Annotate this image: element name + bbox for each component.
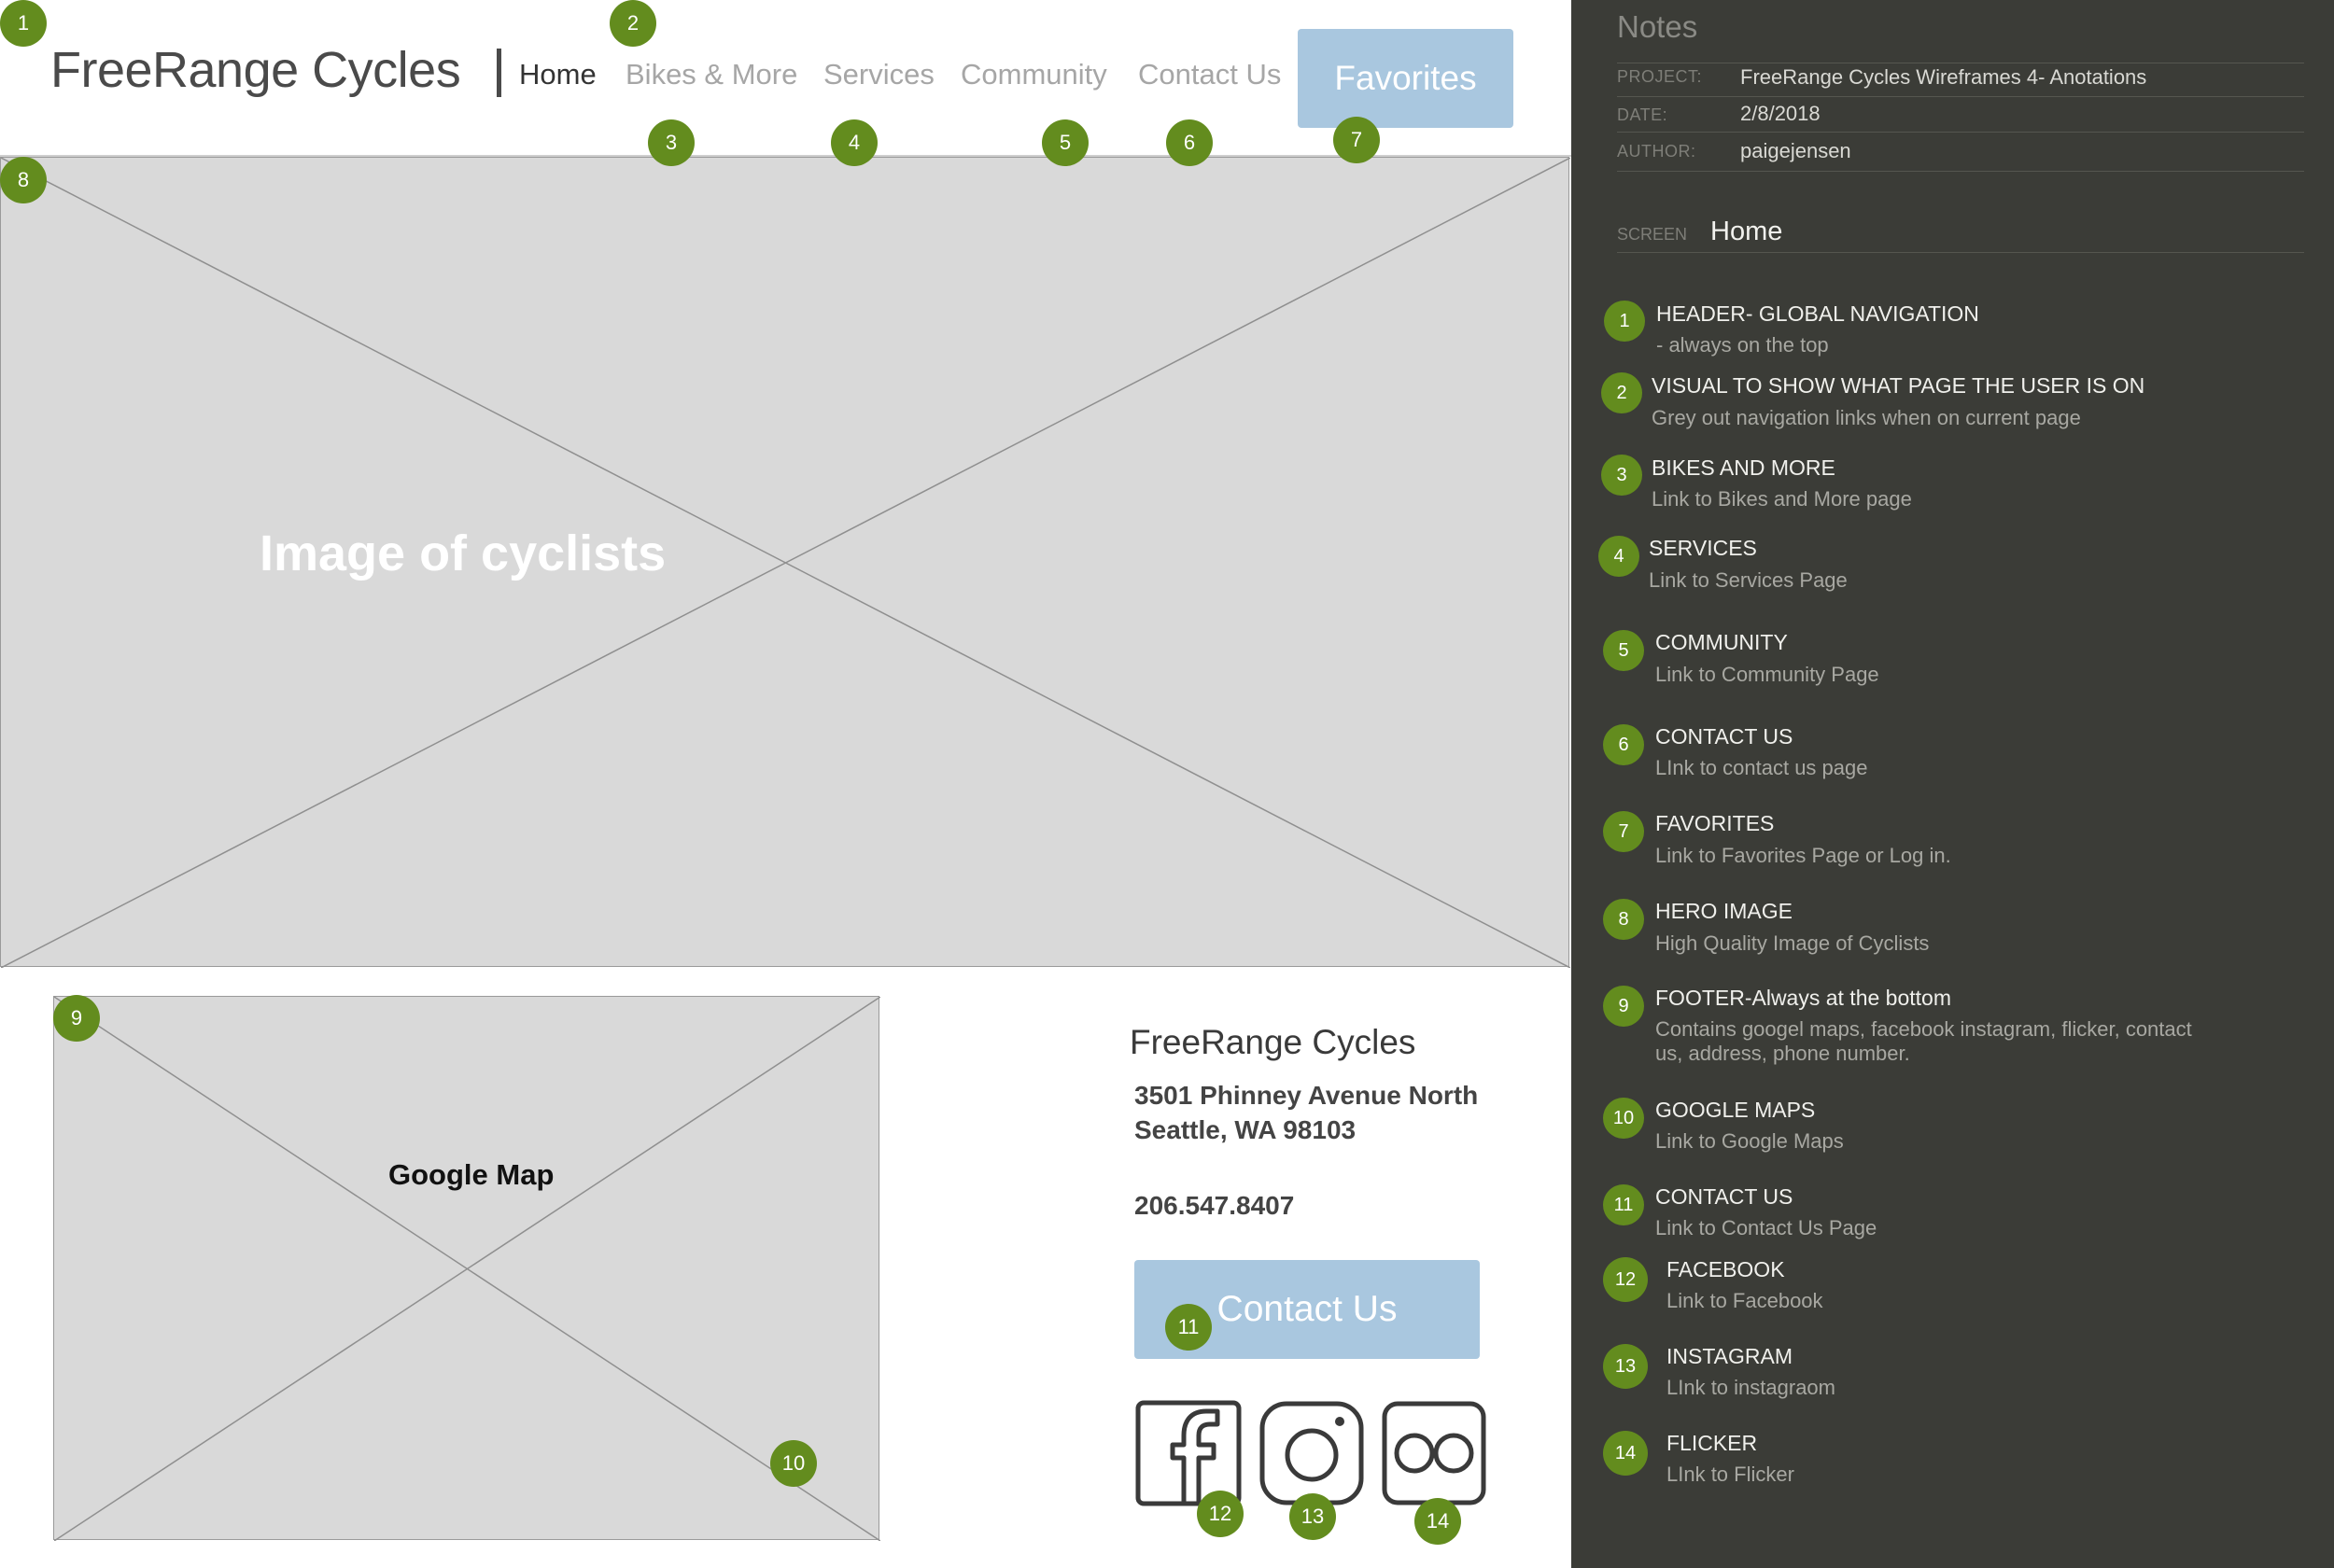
- annotation-marker: 4: [831, 119, 878, 166]
- annotation-marker: 1: [0, 0, 47, 47]
- note-title: HERO IMAGE: [1655, 899, 1793, 923]
- author-label: AUTHOR:: [1617, 142, 1696, 161]
- annotation-marker: 9: [53, 995, 100, 1042]
- nav-contact-us[interactable]: Contact Us: [1138, 58, 1282, 91]
- note-number: 11: [1603, 1184, 1644, 1225]
- screen-label: SCREEN: [1617, 225, 1688, 244]
- notes-panel: Notes PROJECT: FreeRange Cycles Wirefram…: [1571, 0, 2334, 1568]
- note-description: Contains googel maps, facebook instagram…: [1655, 1017, 2192, 1065]
- note-title: FLICKER: [1666, 1431, 1758, 1455]
- header-divider: [0, 155, 1571, 157]
- footer-address-line1: 3501 Phinney Avenue North: [1134, 1081, 1479, 1110]
- note-number: 7: [1603, 811, 1644, 852]
- nav-bikes-and-more[interactable]: Bikes & More: [626, 58, 798, 91]
- notes-divider: [1617, 171, 2304, 172]
- note-title: GOOGLE MAPS: [1655, 1098, 1816, 1122]
- brand-logo[interactable]: FreeRange Cycles: [50, 42, 461, 98]
- instagram-icon[interactable]: [1258, 1400, 1365, 1506]
- notes-divider: [1617, 96, 2304, 97]
- note-number: 6: [1603, 724, 1644, 765]
- note-title: FACEBOOK: [1666, 1257, 1785, 1281]
- note-description: LInk to instagraom: [1666, 1376, 1835, 1399]
- annotation-marker: 6: [1166, 119, 1213, 166]
- note-title: FOOTER-Always at the bottom: [1655, 986, 1951, 1010]
- project-value: FreeRange Cycles Wireframes 4- Anotation…: [1740, 65, 2147, 89]
- note-description: Grey out navigation links when on curren…: [1652, 406, 2081, 429]
- nav-home[interactable]: Home: [519, 58, 597, 91]
- note-description: LInk to Flicker: [1666, 1463, 1794, 1486]
- note-number: 12: [1603, 1257, 1648, 1302]
- annotation-marker: 10: [770, 1440, 817, 1487]
- annotation-marker: 11: [1165, 1304, 1212, 1351]
- note-description: High Quality Image of Cyclists: [1655, 931, 1930, 955]
- note-title: VISUAL TO SHOW WHAT PAGE THE USER IS ON: [1652, 373, 2145, 398]
- annotation-marker: 3: [648, 119, 695, 166]
- map-placeholder-cross: [54, 997, 880, 1541]
- note-description: Link to Community Page: [1655, 663, 1879, 686]
- note-number: 2: [1601, 372, 1642, 413]
- nav-community[interactable]: Community: [961, 58, 1107, 91]
- nav-services[interactable]: Services: [823, 58, 935, 91]
- note-title: FAVORITES: [1655, 811, 1775, 835]
- note-title: COMMUNITY: [1655, 630, 1788, 654]
- project-label: PROJECT:: [1617, 67, 1703, 86]
- footer-address-line2: Seattle, WA 98103: [1134, 1115, 1357, 1144]
- note-description: Link to Contact Us Page: [1655, 1216, 1877, 1239]
- note-number: 8: [1603, 899, 1644, 940]
- note-title: CONTACT US: [1655, 1184, 1793, 1209]
- note-number: 4: [1598, 536, 1639, 577]
- note-number: 9: [1603, 986, 1644, 1027]
- note-description: LInk to contact us page: [1655, 756, 1868, 779]
- notes-divider: [1617, 132, 2304, 133]
- favorites-button[interactable]: Favorites: [1298, 29, 1513, 128]
- annotation-marker: 13: [1289, 1493, 1336, 1540]
- note-title: INSTAGRAM: [1666, 1344, 1793, 1368]
- footer-business-name: FreeRange Cycles: [1130, 1023, 1416, 1061]
- annotation-marker: 7: [1333, 117, 1380, 163]
- notes-title: Notes: [1617, 9, 1698, 44]
- note-description: Link to Services Page: [1649, 568, 1848, 592]
- annotation-marker: 12: [1197, 1491, 1244, 1537]
- note-title: BIKES AND MORE: [1652, 455, 1835, 480]
- annotation-marker: 14: [1414, 1498, 1461, 1545]
- note-description: Link to Bikes and More page: [1652, 487, 1912, 511]
- note-number: 14: [1603, 1431, 1648, 1476]
- note-description: Link to Facebook: [1666, 1289, 1823, 1312]
- note-number: 1: [1604, 301, 1645, 342]
- notes-divider: [1617, 252, 2304, 253]
- wireframe-canvas: FreeRange Cycles Home Bikes & More Servi…: [0, 0, 1571, 1545]
- google-map[interactable]: [53, 996, 880, 1541]
- note-title: HEADER- GLOBAL NAVIGATION: [1656, 301, 1979, 326]
- brand-separator: [497, 49, 501, 97]
- note-number: 5: [1603, 630, 1644, 671]
- note-title: CONTACT US: [1655, 724, 1793, 749]
- note-description: Link to Google Maps: [1655, 1129, 1844, 1153]
- flickr-icon[interactable]: [1381, 1400, 1487, 1506]
- annotation-marker: 8: [0, 157, 47, 203]
- note-title: SERVICES: [1649, 536, 1757, 560]
- note-number: 3: [1601, 455, 1642, 496]
- hero-placeholder-cross: [1, 158, 1570, 968]
- hero-label: Image of cyclists: [260, 525, 667, 581]
- hero-image: [0, 157, 1570, 968]
- date-value: 2/8/2018: [1740, 102, 1821, 125]
- footer-phone: 206.547.8407: [1134, 1191, 1295, 1220]
- facebook-icon[interactable]: [1135, 1400, 1242, 1506]
- screen-value: Home: [1710, 217, 1783, 246]
- annotation-marker: 5: [1042, 119, 1089, 166]
- date-label: DATE:: [1617, 105, 1668, 124]
- note-number: 10: [1603, 1098, 1644, 1139]
- map-label: Google Map: [388, 1158, 555, 1191]
- annotation-marker: 2: [610, 0, 656, 47]
- author-value: paigejensen: [1740, 139, 1851, 162]
- note-number: 13: [1603, 1344, 1648, 1389]
- note-description: Link to Favorites Page or Log in.: [1655, 844, 1951, 867]
- note-description: - always on the top: [1656, 333, 1829, 357]
